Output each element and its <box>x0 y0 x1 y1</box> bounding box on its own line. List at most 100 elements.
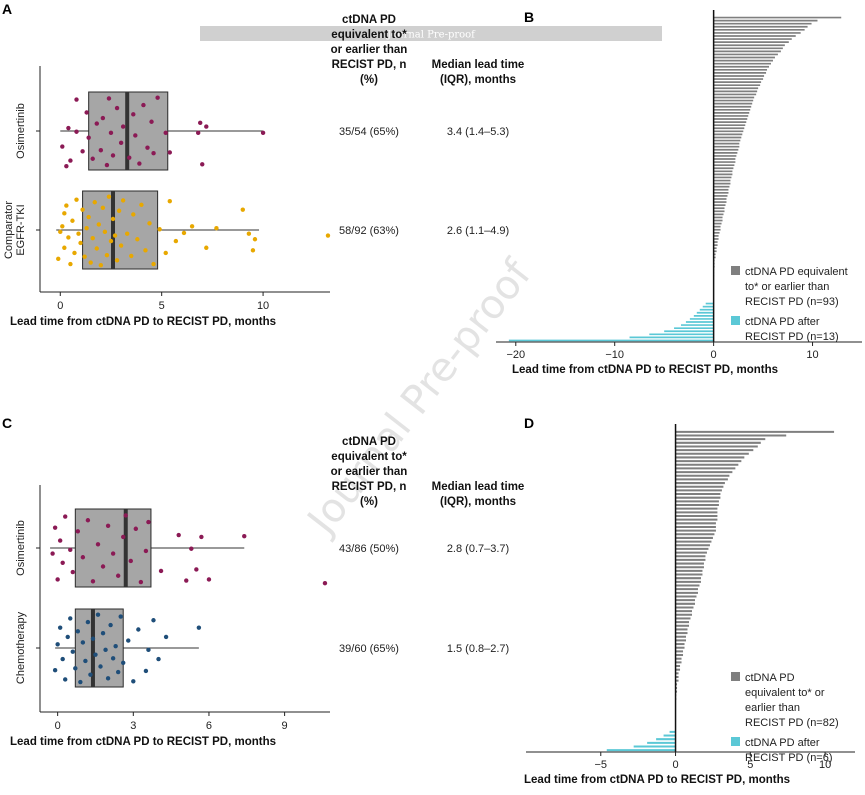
data-point <box>57 625 63 630</box>
data-point <box>78 240 83 246</box>
data-point <box>145 145 150 150</box>
data-point <box>62 245 67 250</box>
data-point <box>155 95 160 100</box>
data-point <box>189 546 194 551</box>
data-point <box>85 518 91 523</box>
data-point <box>137 161 142 166</box>
data-point <box>68 547 73 553</box>
data-point <box>90 636 96 641</box>
journal-banner <box>200 26 662 41</box>
data-point <box>55 577 60 582</box>
data-point <box>173 238 179 244</box>
x-tick-label: −20 <box>506 349 525 361</box>
data-point <box>206 577 212 582</box>
data-point <box>322 580 328 586</box>
data-point <box>127 155 132 160</box>
data-point <box>143 668 149 674</box>
legend-label: RECIST PD (n=82) <box>745 717 839 729</box>
legend-label: equivalent to* or <box>745 687 825 699</box>
data-point <box>56 256 61 262</box>
data-point <box>123 513 128 518</box>
data-point <box>110 656 116 661</box>
data-point <box>260 130 266 136</box>
x-axis-title: Lead time from ctDNA PD to RECIST PD, mo… <box>10 316 276 328</box>
data-point <box>204 245 209 250</box>
data-point <box>74 197 79 202</box>
data-point <box>198 120 203 126</box>
table-header-median: Median lead time <box>432 59 525 71</box>
data-point <box>246 231 252 236</box>
table-cell-equivalent: 58/92 (63%) <box>339 225 399 237</box>
data-point <box>120 124 126 129</box>
data-point <box>151 151 156 156</box>
data-point <box>214 225 219 231</box>
data-point <box>86 135 91 140</box>
data-point <box>163 634 169 640</box>
data-point <box>94 121 99 126</box>
data-point <box>128 558 133 564</box>
x-tick-label: 0 <box>57 300 63 312</box>
data-point <box>90 235 95 241</box>
data-point <box>110 216 116 222</box>
data-point <box>158 568 164 574</box>
data-point <box>100 631 106 636</box>
x-tick-label: 5 <box>747 759 753 771</box>
data-point <box>240 207 245 212</box>
data-point <box>103 647 108 653</box>
legend-swatch <box>731 672 740 681</box>
x-tick-label: 5 <box>159 300 165 312</box>
legend-label: ctDNA PD after <box>745 316 820 328</box>
data-point <box>76 231 81 236</box>
data-point <box>157 227 162 232</box>
data-point <box>106 194 112 199</box>
data-point <box>63 677 68 682</box>
table-header-equivalent: equivalent to* <box>331 29 407 41</box>
table-header-equivalent: (%) <box>360 74 378 86</box>
data-point <box>68 261 73 267</box>
data-point <box>105 523 111 528</box>
legend-label: earlier than <box>745 702 800 714</box>
data-point <box>106 96 112 101</box>
data-point <box>100 115 106 121</box>
table-cell-equivalent: 39/60 (65%) <box>339 643 399 655</box>
data-point <box>131 112 136 117</box>
data-point <box>118 140 124 146</box>
data-point <box>60 656 65 662</box>
x-tick-label: 10 <box>806 349 818 361</box>
data-point <box>141 102 146 108</box>
panel-letter-d: D <box>524 415 534 431</box>
data-point <box>68 616 73 621</box>
x-tick-label: 0 <box>55 720 61 732</box>
x-tick-label: 6 <box>206 720 212 732</box>
data-point <box>63 514 68 519</box>
data-point <box>138 579 144 585</box>
table-header-equivalent: (%) <box>360 496 378 508</box>
data-point <box>98 664 103 669</box>
data-point <box>90 579 96 584</box>
data-point <box>70 569 75 575</box>
data-point <box>88 672 93 677</box>
panel-letter-c: C <box>2 415 12 431</box>
data-point <box>98 262 104 268</box>
data-point <box>84 110 89 115</box>
data-point <box>80 640 86 645</box>
data-point <box>194 567 199 572</box>
data-point <box>98 148 104 153</box>
data-point <box>66 125 71 131</box>
x-tick-label: 9 <box>282 720 288 732</box>
table-header-equivalent: or earlier than <box>331 44 408 56</box>
data-point <box>58 229 63 235</box>
data-point <box>204 124 209 129</box>
data-point <box>133 133 138 138</box>
data-point <box>94 246 99 251</box>
data-point <box>70 649 75 654</box>
data-point <box>88 260 93 265</box>
data-point <box>60 560 65 565</box>
legend-label: RECIST PD (n=13) <box>745 331 839 343</box>
data-point <box>102 229 108 235</box>
x-axis-title: Lead time from ctDNA PD to RECIST PD, mo… <box>10 736 276 748</box>
data-point <box>114 258 120 263</box>
